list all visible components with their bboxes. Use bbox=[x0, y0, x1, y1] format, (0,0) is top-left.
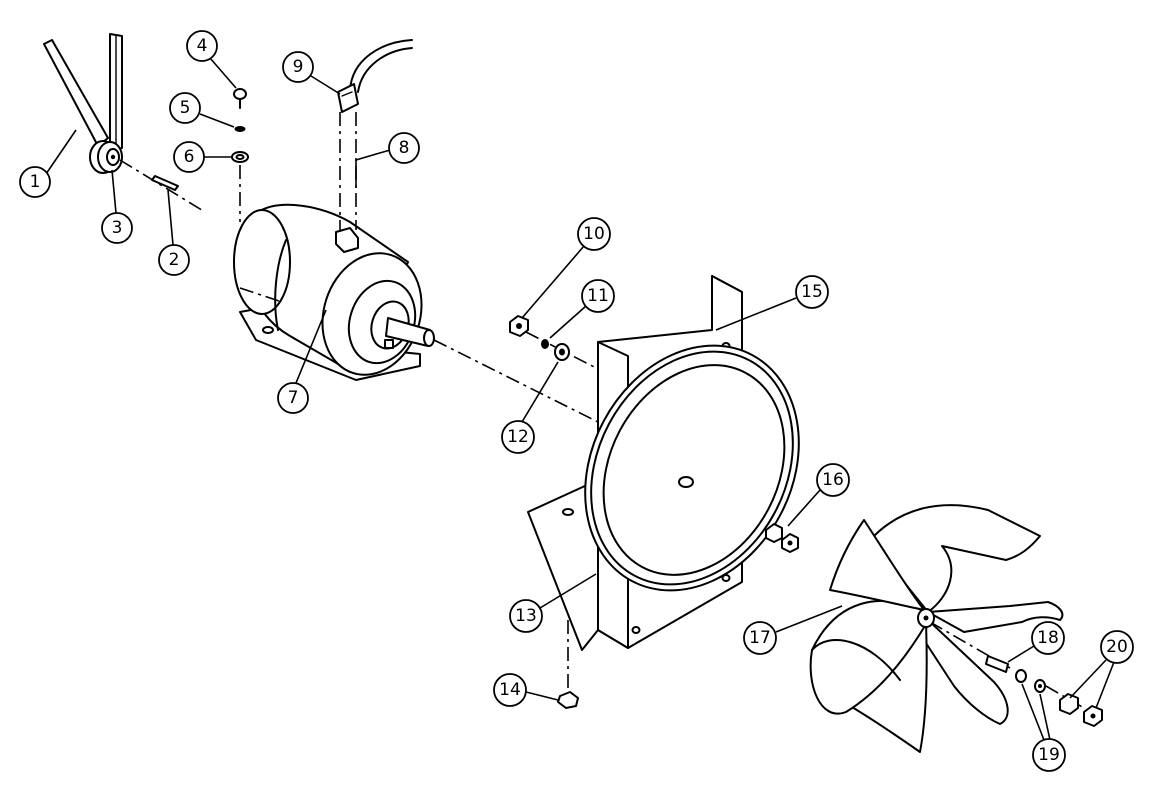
callout-label-11: 11 bbox=[587, 286, 609, 306]
part-5-lock-washer bbox=[234, 126, 246, 132]
callout-9: 9 bbox=[282, 51, 341, 95]
callout-5: 5 bbox=[169, 92, 235, 128]
callout-label-9: 9 bbox=[293, 57, 304, 77]
callout-10: 10 bbox=[521, 217, 611, 319]
part-16-nuts bbox=[765, 523, 799, 553]
callout-8: 8 bbox=[355, 132, 420, 188]
callout-label-13: 13 bbox=[515, 606, 537, 626]
callout-label-3: 3 bbox=[112, 218, 123, 238]
callout-1: 1 bbox=[19, 129, 77, 198]
callout-13: 13 bbox=[509, 573, 597, 633]
part-10-nut bbox=[509, 315, 529, 337]
callout-label-1: 1 bbox=[30, 172, 41, 192]
callout-19: 19 bbox=[1021, 683, 1066, 772]
callout-label-18: 18 bbox=[1037, 628, 1059, 648]
callout-7: 7 bbox=[277, 309, 327, 414]
part-6-washer bbox=[231, 151, 249, 163]
callout-label-17: 17 bbox=[749, 628, 771, 648]
part-17-fan-blade bbox=[809, 504, 1064, 753]
callout-label-8: 8 bbox=[399, 138, 410, 158]
callout-12: 12 bbox=[501, 361, 559, 454]
callout-label-19: 19 bbox=[1038, 745, 1060, 765]
part-1-lever-arm bbox=[43, 33, 123, 151]
callout-20: 20 bbox=[1069, 630, 1134, 709]
part-14-clip-nut bbox=[557, 691, 579, 709]
callout-15: 15 bbox=[715, 275, 829, 331]
callout-label-4: 4 bbox=[197, 36, 208, 56]
callout-label-16: 16 bbox=[822, 470, 844, 490]
part-9-wire-harness bbox=[337, 39, 413, 113]
callout-2: 2 bbox=[158, 189, 190, 276]
callout-label-5: 5 bbox=[180, 98, 191, 118]
callout-label-12: 12 bbox=[507, 427, 529, 447]
callout-label-20: 20 bbox=[1106, 637, 1128, 657]
callout-label-14: 14 bbox=[499, 680, 521, 700]
part-7-motor bbox=[233, 203, 435, 381]
callout-label-2: 2 bbox=[169, 250, 180, 270]
callout-4: 4 bbox=[186, 30, 237, 89]
callout-16: 16 bbox=[787, 463, 850, 527]
callout-14: 14 bbox=[493, 673, 559, 707]
callout-11: 11 bbox=[549, 279, 615, 339]
callout-3: 3 bbox=[101, 169, 133, 244]
callout-label-7: 7 bbox=[288, 388, 299, 408]
part-19-washers bbox=[1015, 669, 1046, 693]
callout-17: 17 bbox=[743, 605, 843, 655]
part-2-key bbox=[151, 175, 179, 191]
part-18-bolt bbox=[985, 655, 1009, 673]
part-13-gasket-ring bbox=[584, 344, 800, 592]
callout-label-15: 15 bbox=[801, 282, 823, 302]
callout-18: 18 bbox=[1007, 621, 1065, 663]
part-3-hub bbox=[89, 140, 123, 174]
callout-6: 6 bbox=[173, 141, 231, 173]
callout-layer: 1 2 3 4 5 6 7 bbox=[19, 30, 1134, 772]
part-11-lock-washer bbox=[541, 339, 549, 349]
part-12-washer bbox=[554, 343, 570, 361]
part-4-screw bbox=[233, 88, 247, 109]
part-20-nuts bbox=[1059, 693, 1103, 727]
callout-label-6: 6 bbox=[184, 147, 195, 167]
callout-label-10: 10 bbox=[583, 224, 605, 244]
